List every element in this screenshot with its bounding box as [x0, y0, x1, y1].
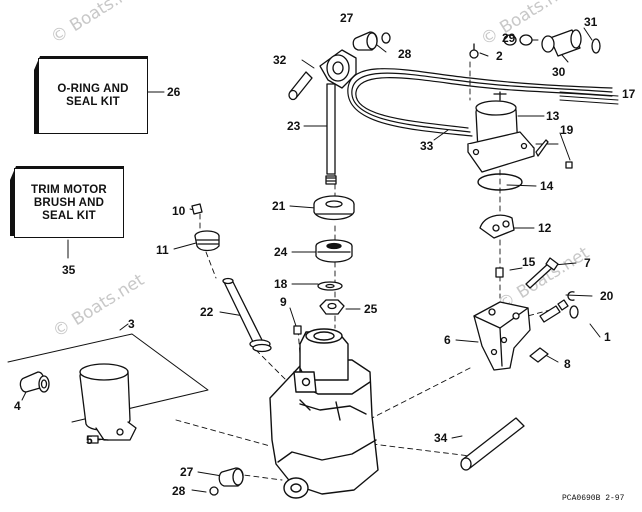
callout-29: 29 [502, 31, 516, 45]
reservoir-plane [7, 333, 209, 423]
part-9-fitting [293, 325, 302, 335]
callout-28-bottom: 28 [172, 484, 186, 498]
part-30-cylinder [541, 29, 582, 57]
part-25-nut [319, 299, 345, 315]
part-14-oring [477, 173, 523, 191]
callout-1: 1 [604, 330, 611, 344]
callout-4: 4 [14, 399, 21, 413]
part-19-screw [535, 139, 573, 169]
callout-8: 8 [564, 357, 571, 371]
callout-31: 31 [584, 15, 598, 29]
part-28-ring-top [381, 32, 391, 44]
part-7-bolt [525, 257, 559, 289]
part-10-screw [191, 203, 203, 215]
callout-12: 12 [538, 221, 552, 235]
callout-18: 18 [274, 277, 288, 291]
callout-15: 15 [522, 255, 536, 269]
callout-28-top: 28 [398, 47, 412, 61]
part-11-fitting [194, 230, 220, 252]
part-31-ring [591, 38, 601, 54]
callout-17: 17 [622, 87, 636, 101]
part-12-pump [479, 214, 515, 239]
callout-30: 30 [552, 65, 566, 79]
part-5-screw [87, 435, 109, 444]
callout-34: 34 [434, 431, 448, 445]
callout-3: 3 [128, 317, 135, 331]
callout-19: 19 [560, 123, 574, 137]
part-15-screw [495, 267, 504, 278]
part-21-cap [313, 195, 355, 221]
callout-35: 35 [62, 263, 76, 277]
part-8-screw [529, 347, 549, 363]
part-20-ring [567, 291, 575, 301]
callout-22: 22 [200, 305, 214, 319]
part-24-piston [315, 239, 353, 263]
callout-33: 33 [420, 139, 434, 153]
callout-32: 32 [273, 53, 287, 67]
part-28-ring-bottom [209, 486, 219, 496]
callout-2: 2 [496, 49, 503, 63]
drawing-code: PCA0690B 2-97 [562, 494, 625, 503]
part-2-screw [469, 43, 479, 59]
reservoir-canister [79, 363, 137, 441]
part-29-bushing [503, 34, 533, 46]
part-32-pin [288, 71, 313, 101]
part-22-tube [222, 277, 272, 353]
part-6-valve-body [473, 301, 531, 371]
part-34-pin [460, 417, 525, 471]
part-27-bushing-bottom [218, 467, 244, 487]
callout-10: 10 [172, 204, 186, 218]
callout-14: 14 [540, 179, 554, 193]
part-27-bushing-top [352, 31, 378, 51]
leader-lines [21, 27, 619, 493]
part-1-valve [539, 299, 579, 323]
callout-24: 24 [274, 245, 288, 259]
callout-13: 13 [546, 109, 560, 123]
callout-5: 5 [86, 433, 93, 447]
assembly-lines [175, 61, 551, 481]
callout-25: 25 [364, 302, 378, 316]
callout-23: 23 [287, 119, 301, 133]
callout-26: 26 [167, 85, 181, 99]
part-18-washer [317, 281, 343, 291]
callout-20: 20 [600, 289, 614, 303]
callout-11: 11 [156, 243, 169, 257]
callout-7: 7 [584, 256, 591, 270]
callout-6: 6 [444, 333, 451, 347]
callout-27-bottom: 27 [180, 465, 194, 479]
oring-seal-kit-box: O-RING AND SEAL KIT [38, 58, 148, 134]
callout-21: 21 [272, 199, 286, 213]
callout-9: 9 [280, 295, 287, 309]
callout-27-top: 27 [340, 11, 354, 25]
main-bracket [269, 328, 379, 499]
part-4-bushing [19, 371, 50, 393]
part-23-trim-rod [319, 49, 357, 185]
wire-harness [347, 68, 613, 137]
part-13-motor [467, 91, 535, 173]
trim-motor-kit-box: TRIM MOTOR BRUSH AND SEAL KIT [14, 168, 124, 238]
